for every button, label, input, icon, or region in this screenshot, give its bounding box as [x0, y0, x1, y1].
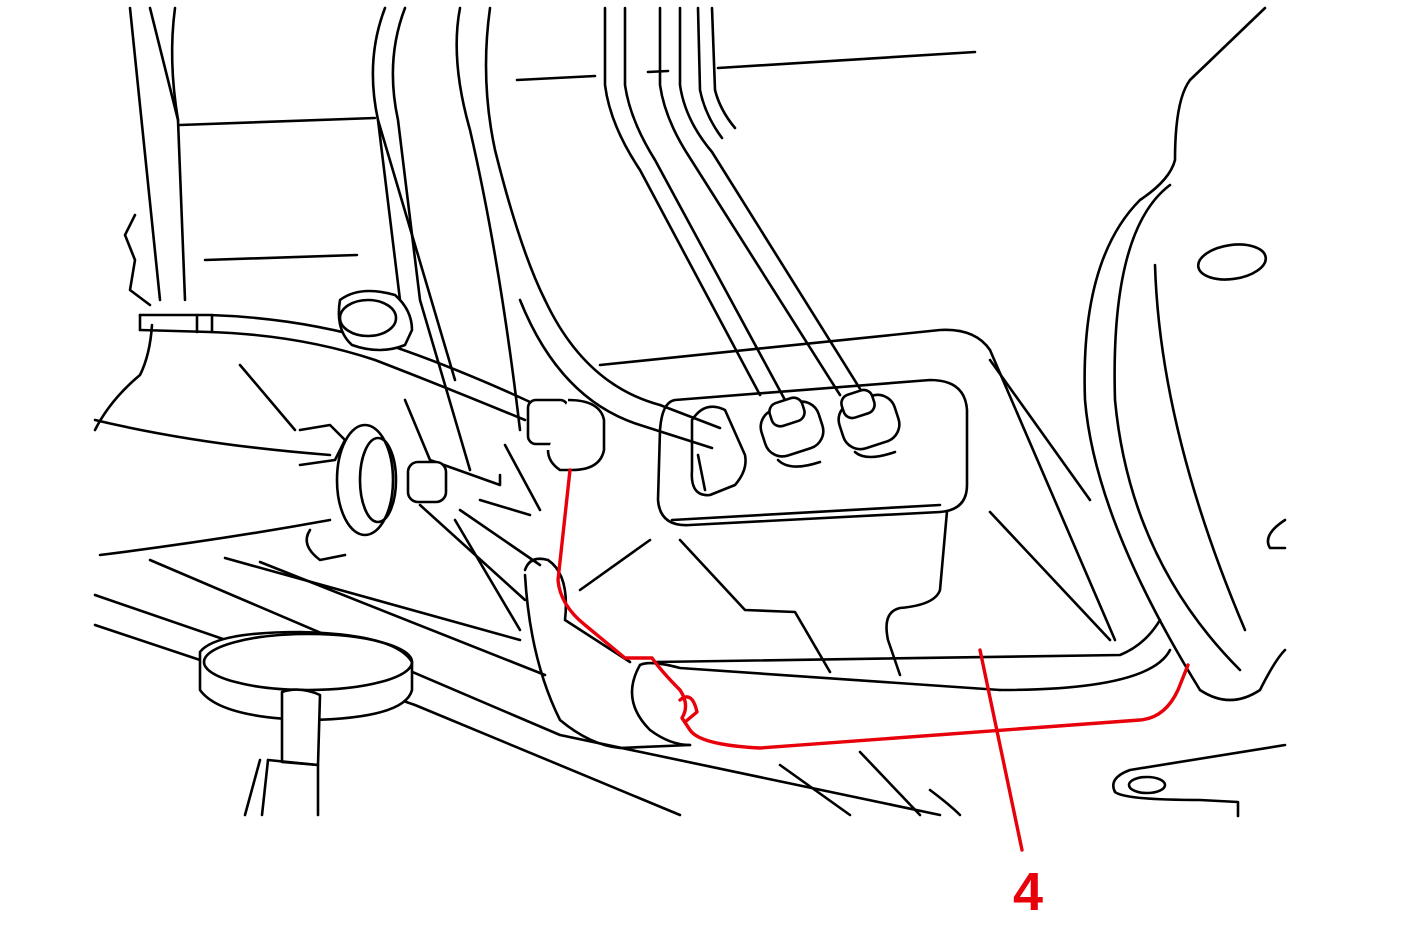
left-frame-rail: [123, 6, 377, 307]
upper-bushing: [337, 289, 414, 352]
fitting-middle: [759, 396, 825, 468]
fender-hole-icon: [1196, 243, 1268, 281]
highlight-detail: [678, 695, 699, 724]
lower-right-bracket: [1112, 743, 1287, 818]
floor-panel: [93, 443, 962, 817]
jack-stand: [198, 630, 414, 817]
inner-fender-panel: [1083, 6, 1287, 702]
brake-cable: [138, 313, 532, 422]
callout-leader-line: [978, 648, 1024, 852]
cable-connector: [526, 398, 606, 472]
fitting-left: [690, 405, 747, 497]
brake-pipes: [603, 6, 864, 402]
highlight-outline: [556, 468, 1190, 750]
callout-label: 4: [1013, 862, 1043, 922]
center-frame-member: [371, 6, 547, 472]
fitting-right: [837, 388, 901, 459]
control-arm: [93, 323, 347, 562]
curved-pipe: [518, 298, 722, 450]
top-cross-lines: [515, 50, 977, 82]
bracket-hole-icon: [1127, 775, 1167, 795]
highlighted-bracket-outline: [556, 468, 1190, 750]
callout-4: 4: [978, 648, 1043, 922]
lower-bushing: [298, 398, 502, 537]
